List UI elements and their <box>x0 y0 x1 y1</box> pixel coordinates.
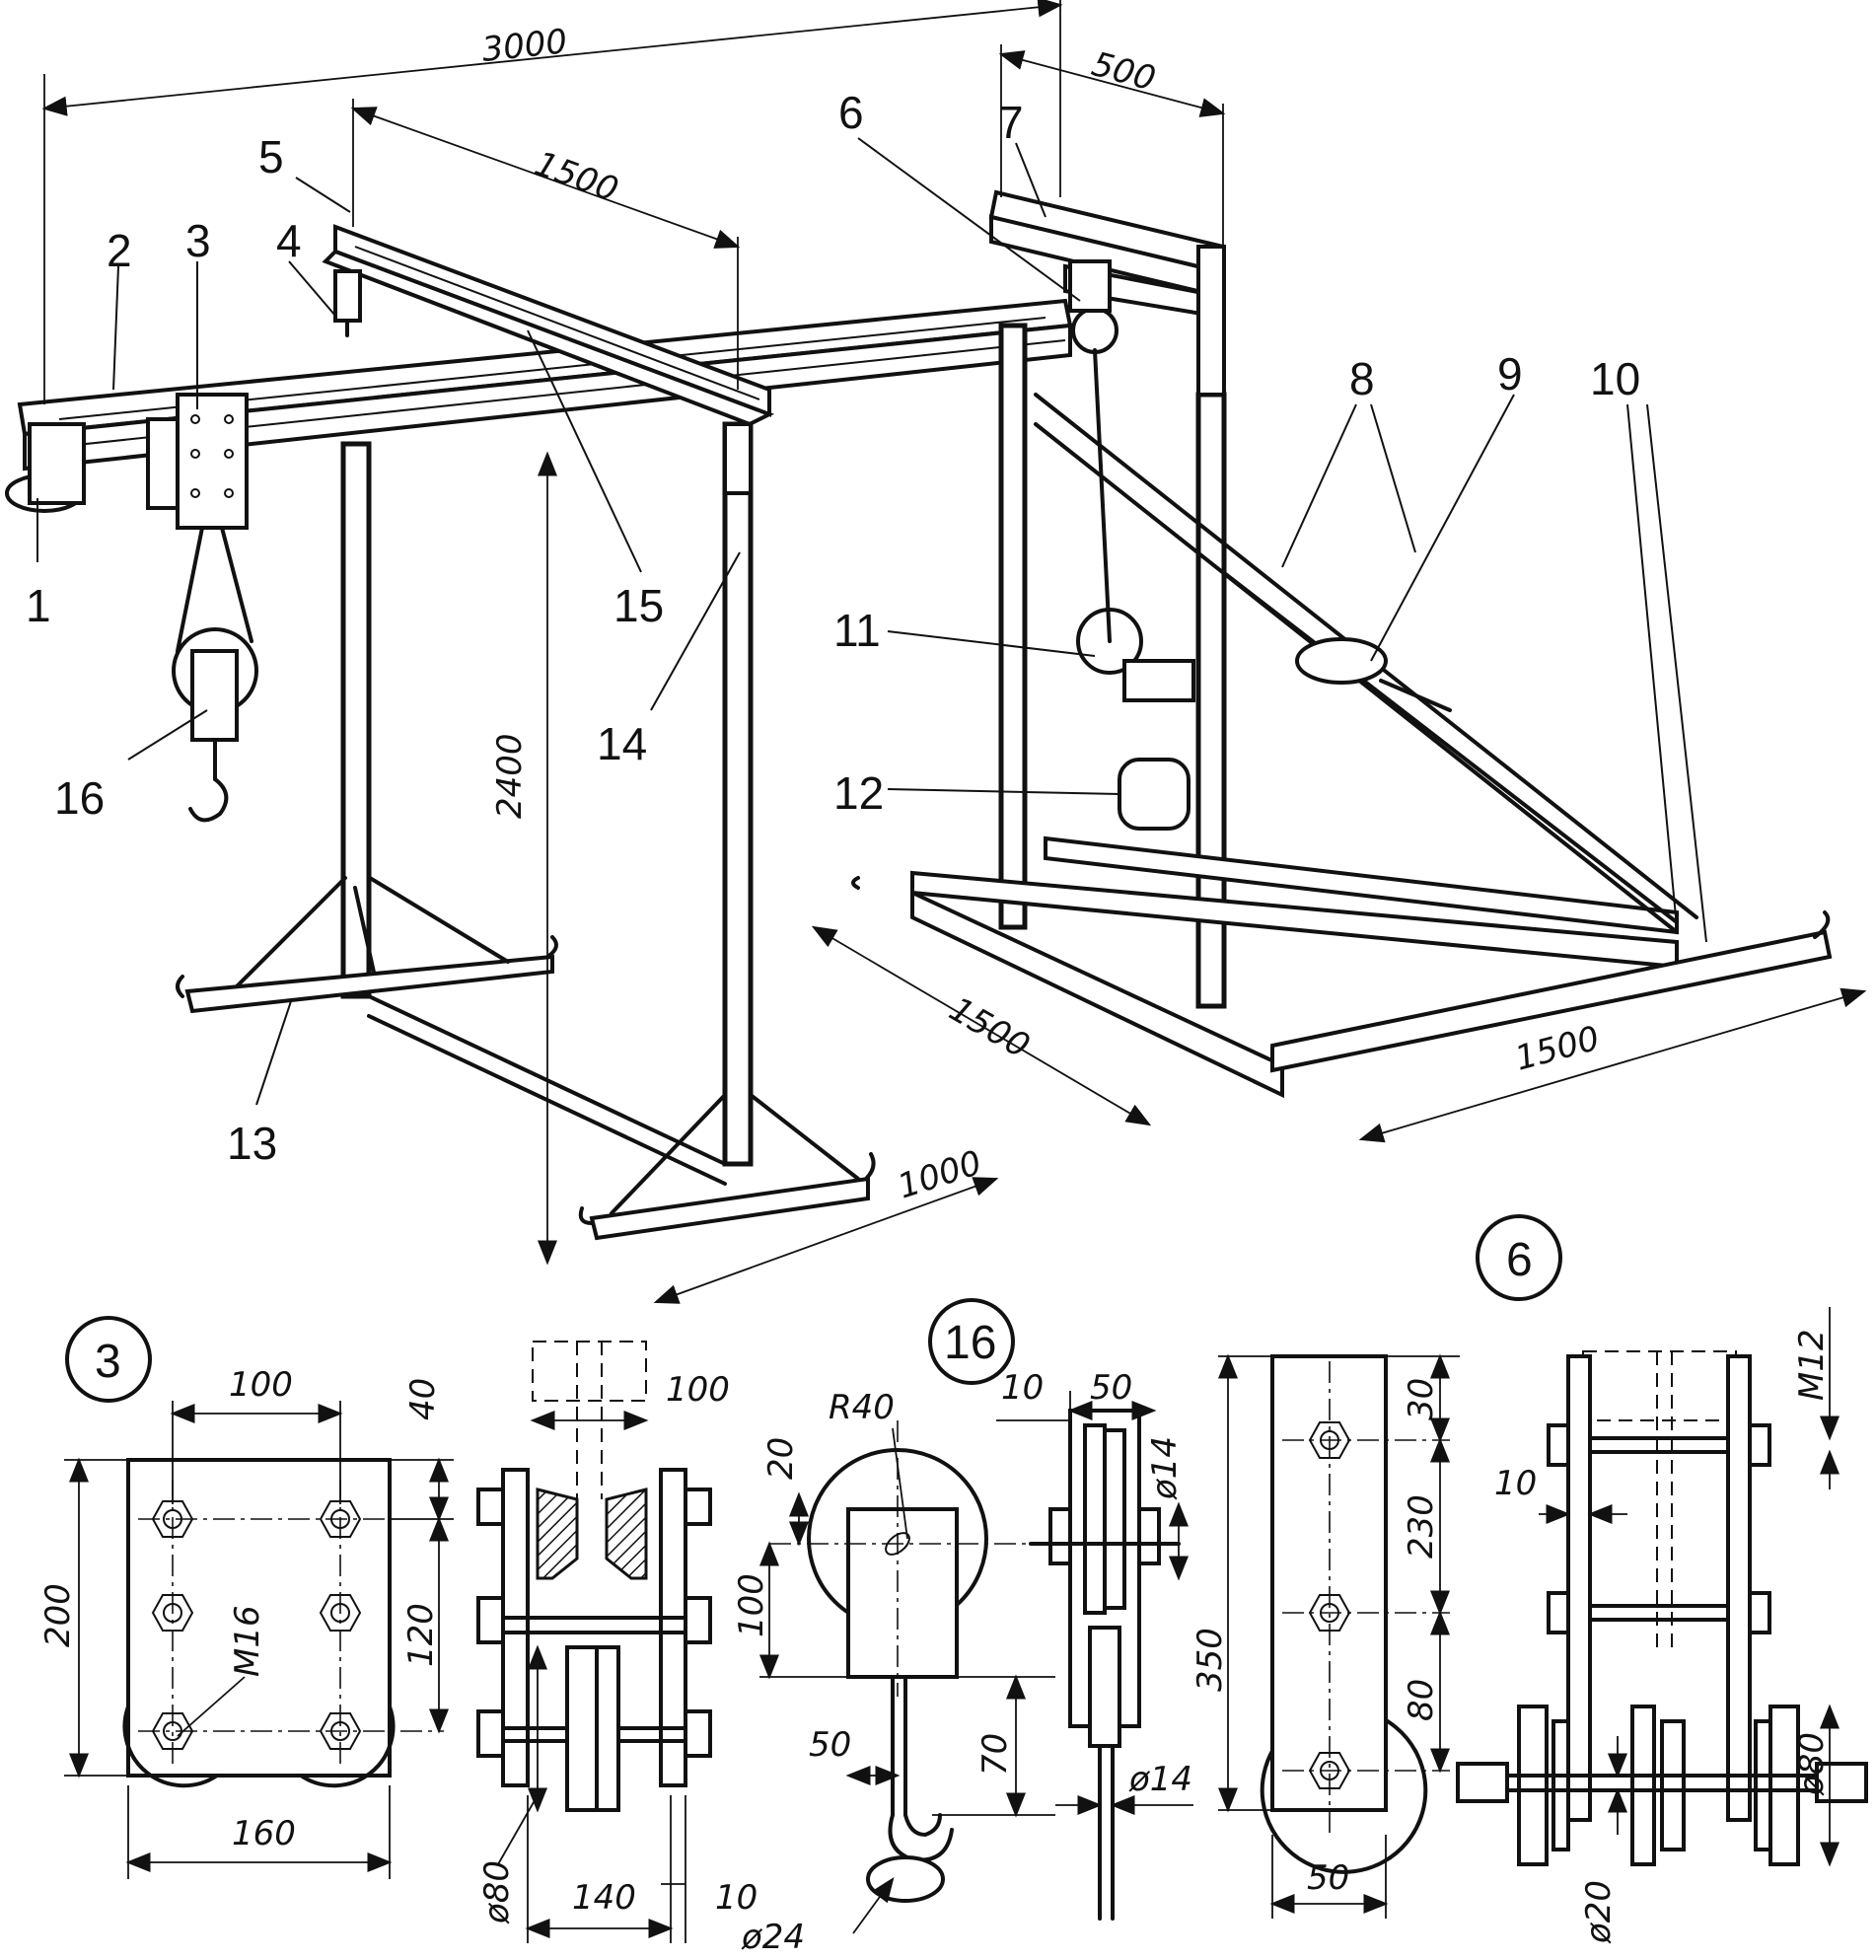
d6-side-dim-d80: ø80 <box>1792 1732 1832 1796</box>
end-roller-1 <box>5 422 86 513</box>
d6-side-dim-d20: ø20 <box>1579 1880 1619 1944</box>
part-labels: 1 2 3 4 5 6 7 8 9 10 11 12 <box>26 87 1707 1169</box>
trolley-3 <box>146 393 253 653</box>
dim-500: 500 <box>1088 44 1160 99</box>
main-dimensions: 3000 1500 500 2400 1500 1500 1000 <box>41 0 1867 1304</box>
d3-side-dim-d80: ø80 <box>477 1860 517 1924</box>
detail-16-callout: 16 <box>944 1317 996 1369</box>
part-label-1: 1 <box>26 580 51 631</box>
detail-6-side-view <box>1456 1350 1868 1866</box>
detail-6-callout: 6 <box>1506 1234 1533 1286</box>
part-label-5: 5 <box>258 131 284 182</box>
crane-assembly: 3000 1500 500 2400 1500 1500 1000 1 2 <box>5 0 1867 1304</box>
d3-dim-100: 100 <box>229 1365 293 1405</box>
d3-side-dim-100: 100 <box>666 1370 730 1410</box>
part-label-12: 12 <box>833 767 884 819</box>
d6-side-dim-m12: M12 <box>1792 1329 1832 1401</box>
d16-side-dim-d14-bottom: ø14 <box>1128 1760 1192 1799</box>
d3-dim-120: 120 <box>401 1603 441 1667</box>
detail-3-callout: 3 <box>95 1336 121 1388</box>
d3-side-dim-10: 10 <box>715 1878 758 1918</box>
dim-2400: 2400 <box>490 733 530 819</box>
d6-dim-350: 350 <box>1191 1628 1230 1692</box>
left-gantry <box>176 421 876 1241</box>
d3-dim-40: 40 <box>403 1378 443 1420</box>
d16-side-dim-10: 10 <box>1001 1368 1044 1408</box>
hanger-4 <box>333 269 362 337</box>
d6-dim-80: 80 <box>1402 1679 1441 1721</box>
part-label-13: 13 <box>227 1118 277 1169</box>
d6-dim-50: 50 <box>1307 1858 1349 1898</box>
detail-3: 3 100 40 200 120 <box>38 1316 758 1943</box>
d6-dim-230: 230 <box>1402 1494 1441 1559</box>
part-label-11: 11 <box>833 605 881 656</box>
dim-1500-depth: 1500 <box>943 989 1037 1066</box>
d6-dim-30: 30 <box>1402 1378 1441 1420</box>
part-label-16: 16 <box>54 772 105 824</box>
part-label-7: 7 <box>998 97 1024 148</box>
part-label-3: 3 <box>185 215 211 266</box>
d3-dim-m16: M16 <box>228 1605 267 1677</box>
part-label-10: 10 <box>1590 353 1640 404</box>
d16-dim-r40: R40 <box>829 1388 895 1427</box>
d3-dim-160: 160 <box>232 1814 296 1853</box>
part-label-2: 2 <box>107 225 132 276</box>
detail-16: 16 R40 20 100 50 70 ø24 <box>732 1298 1193 1957</box>
d3-dim-200: 200 <box>38 1583 78 1647</box>
d6-side-dim-10: 10 <box>1494 1464 1537 1503</box>
d16-dim-100: 100 <box>732 1573 771 1637</box>
part-label-9: 9 <box>1497 348 1523 399</box>
hook-block-16 <box>172 627 258 823</box>
part-label-15: 15 <box>613 580 664 631</box>
part-label-4: 4 <box>276 215 302 266</box>
detail-6: 6 30 230 350 80 50 <box>1191 1214 1868 1944</box>
detail-16-side-view <box>1029 1409 1181 1921</box>
cross-beam <box>322 224 774 427</box>
part-label-14: 14 <box>597 718 647 769</box>
d16-dim-d24: ø24 <box>741 1918 805 1957</box>
part-label-8: 8 <box>1349 353 1375 404</box>
d16-dim-20: 20 <box>761 1437 801 1480</box>
d16-side-dim-d14-top: ø14 <box>1145 1436 1185 1500</box>
dim-3000: 3000 <box>480 22 569 70</box>
d16-dim-50: 50 <box>809 1725 851 1765</box>
part-label-6: 6 <box>838 87 864 138</box>
right-gantry <box>851 245 1833 1099</box>
d16-dim-70: 70 <box>975 1733 1015 1776</box>
detail-3-side-view <box>476 1341 712 1812</box>
dim-1500-width: 1500 <box>1511 1019 1604 1079</box>
d16-side-dim-50: 50 <box>1090 1368 1132 1408</box>
d3-side-dim-140: 140 <box>572 1878 636 1918</box>
dim-1500-beam: 1500 <box>530 144 623 210</box>
dim-1000: 1000 <box>893 1143 986 1207</box>
